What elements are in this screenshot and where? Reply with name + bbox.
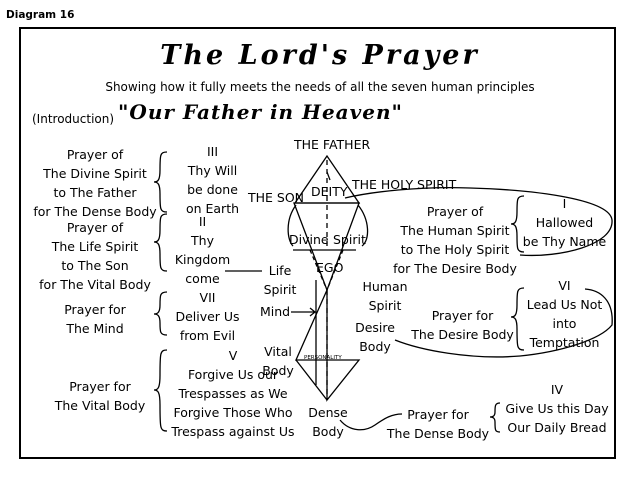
subtitle: Showing how it fully meets the needs of …	[105, 80, 535, 94]
ego-triangle	[293, 202, 360, 292]
intro-quote: "Our Father in Heaven"	[118, 100, 403, 124]
label-spirit: Spirit	[333, 232, 366, 247]
page-title: The Lord's Prayer	[160, 40, 480, 71]
diagram-frame	[19, 27, 616, 459]
diagram-number: Diagram 16	[6, 9, 75, 21]
label-the-son: THE SON	[248, 190, 305, 205]
label-deity: DEITY	[311, 184, 348, 199]
label-personality: PERSONALITY	[304, 355, 342, 361]
label-mind: Mind	[260, 304, 291, 319]
label-the-father: THE FATHER	[294, 137, 371, 152]
intro-label: (Introduction)	[32, 112, 115, 126]
label-divine: Divine	[289, 232, 329, 247]
label-holy-spirit: THE HOLY SPIRIT	[352, 177, 457, 192]
label-ego: EGO	[316, 260, 344, 275]
